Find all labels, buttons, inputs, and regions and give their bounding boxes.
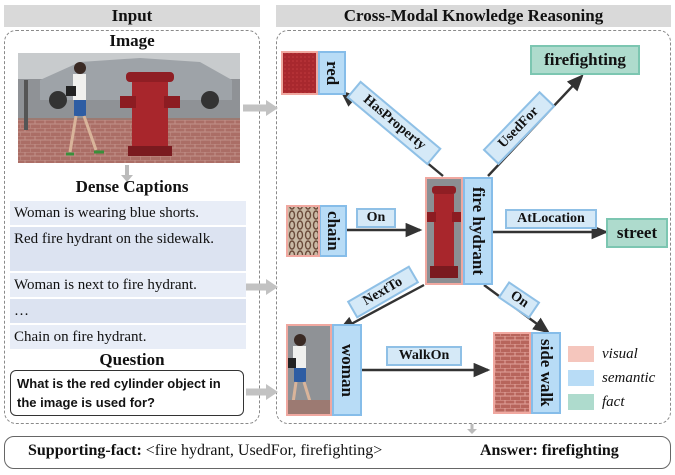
caption-item: Chain on fire hydrant. <box>10 325 246 349</box>
legend-item-semantic: semantic <box>568 366 664 390</box>
caption-item: Woman is wearing blue shorts. <box>10 201 246 225</box>
node-firefighting: firefighting <box>530 45 640 75</box>
node-side-walk: side walk <box>531 332 561 414</box>
node-sidewalk-visual-frame <box>493 332 531 414</box>
legend-item-visual: visual <box>568 342 664 366</box>
node-red-visual-frame <box>281 51 318 95</box>
node-red: red <box>318 51 346 95</box>
node-woman-visual-frame <box>286 324 332 416</box>
caption-item: Red fire hydrant on the sidewalk. <box>10 227 246 271</box>
answer: Answer: firefighting <box>480 442 619 459</box>
visual-sidewalk-crop <box>494 333 530 413</box>
footer-bar <box>4 436 671 469</box>
question-label: Question <box>99 350 165 369</box>
input-header: Input <box>4 5 260 27</box>
visual-chain-crop <box>287 205 319 257</box>
node-fire-hydrant: fire hydrant <box>463 177 493 285</box>
legend-swatch-fact <box>568 394 594 410</box>
input-photo <box>18 53 240 163</box>
node-chain-visual-frame <box>286 205 320 257</box>
reasoning-header: Cross-Modal Knowledge Reasoning <box>276 5 671 27</box>
visual-woman-crop <box>287 325 331 415</box>
supporting-fact: Supporting-fact: <fire hydrant, UsedFor,… <box>28 442 382 460</box>
visual-red-crop <box>281 51 317 95</box>
visual-hydrant-crop <box>426 178 462 284</box>
node-hydrant-visual-frame <box>425 177 463 285</box>
supporting-fact-value: <fire hydrant, UsedFor, firefighting> <box>145 442 383 459</box>
image-label: Image <box>109 31 155 50</box>
relation-on-chain: On <box>356 208 396 228</box>
legend-swatch-visual <box>568 346 594 362</box>
legend-swatch-semantic <box>568 370 594 386</box>
legend-item-fact: fact <box>568 390 664 414</box>
supporting-fact-label: Supporting-fact: <box>28 442 142 459</box>
node-street: street <box>606 218 668 248</box>
relation-at-location: AtLocation <box>505 209 597 229</box>
node-chain: chain <box>319 205 347 257</box>
input-panel <box>4 30 260 424</box>
legend: visual semantic fact <box>568 342 664 418</box>
relation-walk-on: WalkOn <box>386 346 462 366</box>
question-box: What is the red cylinder object in the i… <box>10 370 244 416</box>
reasoning-panel <box>276 30 671 424</box>
caption-item: … <box>10 299 246 323</box>
node-woman: woman <box>332 324 362 416</box>
caption-item: Woman is next to fire hydrant. <box>10 273 246 297</box>
dense-captions-label: Dense Captions <box>75 177 189 196</box>
